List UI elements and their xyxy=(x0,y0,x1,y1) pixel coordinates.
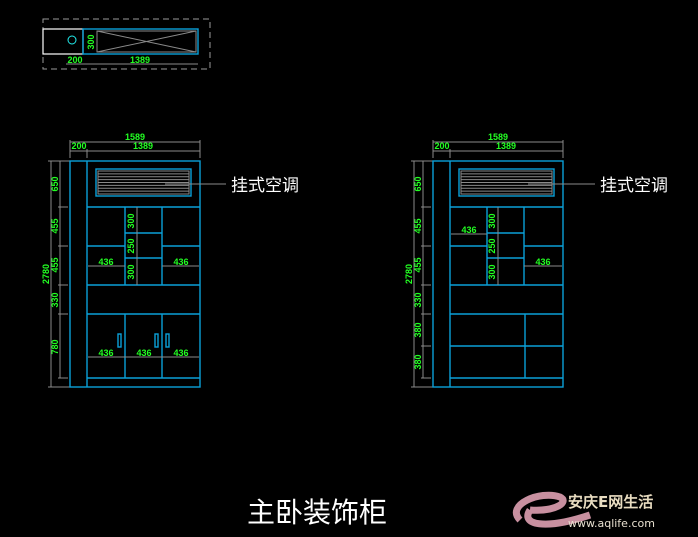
dim-shelf-width: 436 xyxy=(461,225,476,235)
dim-total-width: 1589 xyxy=(488,132,508,142)
dim-height: 650 xyxy=(413,176,423,191)
plan-ac xyxy=(96,30,197,53)
dim-main-width: 1389 xyxy=(133,141,153,151)
ac-label: 挂式空调 xyxy=(600,176,668,196)
ac-label: 挂式空调 xyxy=(231,176,299,196)
dim-side-width: 200 xyxy=(434,141,449,151)
dim-inner-height: 300 xyxy=(487,264,497,279)
ac-unit xyxy=(458,168,555,197)
dim-height: 650 xyxy=(50,176,60,191)
dim-door-width: 436 xyxy=(173,348,188,358)
dim-door-width: 436 xyxy=(98,348,113,358)
dim-height: 380 xyxy=(413,354,423,369)
door-handle xyxy=(165,333,170,348)
drawing-title: 主卧装饰柜 xyxy=(247,496,387,529)
cabinet-outline xyxy=(69,160,201,388)
dim-inner-height: 250 xyxy=(487,238,497,253)
plan-boundary xyxy=(42,18,211,70)
dim-shelf-width: 436 xyxy=(98,257,113,267)
plan-view: 200 1389 300 xyxy=(42,18,211,70)
dim-height: 330 xyxy=(50,292,60,307)
elevation-left: 1589 200 1389 2780 650 455 455 330 780 3… xyxy=(41,132,299,388)
plan-dim-main: 1389 xyxy=(130,55,150,65)
door-handle xyxy=(154,333,159,348)
watermark-logo: 安庆E网生活 www.aqlife.com xyxy=(513,491,655,530)
dim-height: 455 xyxy=(413,218,423,233)
watermark-url: www.aqlife.com xyxy=(568,517,655,530)
dim-shelf-width: 436 xyxy=(535,257,550,267)
dim-inner-height: 300 xyxy=(126,264,136,279)
plan-column-icon xyxy=(67,35,77,45)
dim-height: 380 xyxy=(413,322,423,337)
dim-door-width: 436 xyxy=(136,348,151,358)
dim-height: 455 xyxy=(50,257,60,272)
plan-dim-side: 200 xyxy=(67,55,82,65)
dim-height: 780 xyxy=(50,339,60,354)
plan-dim-depth: 300 xyxy=(86,34,96,49)
logo-e-icon xyxy=(513,491,592,528)
dim-total-height: 2780 xyxy=(41,264,51,284)
dim-inner-height: 300 xyxy=(487,213,497,228)
dim-shelf-width: 436 xyxy=(173,257,188,267)
plan-cabinet xyxy=(82,28,199,55)
dim-height: 455 xyxy=(413,257,423,272)
watermark-brand: 安庆E网生活 xyxy=(568,493,653,511)
cabinet-outline xyxy=(432,160,564,388)
ac-unit xyxy=(95,168,192,197)
door-handle xyxy=(117,333,122,348)
dim-inner-height: 250 xyxy=(126,238,136,253)
dim-total-width: 1589 xyxy=(125,132,145,142)
dim-total-height: 2780 xyxy=(404,264,414,284)
dim-main-width: 1389 xyxy=(496,141,516,151)
dim-height: 330 xyxy=(413,292,423,307)
plan-wall xyxy=(42,28,84,55)
dim-height: 455 xyxy=(50,218,60,233)
dim-side-width: 200 xyxy=(71,141,86,151)
elevation-right: 1589 200 1389 2780 650 455 455 330 380 3… xyxy=(404,132,668,388)
dim-inner-height: 300 xyxy=(126,213,136,228)
